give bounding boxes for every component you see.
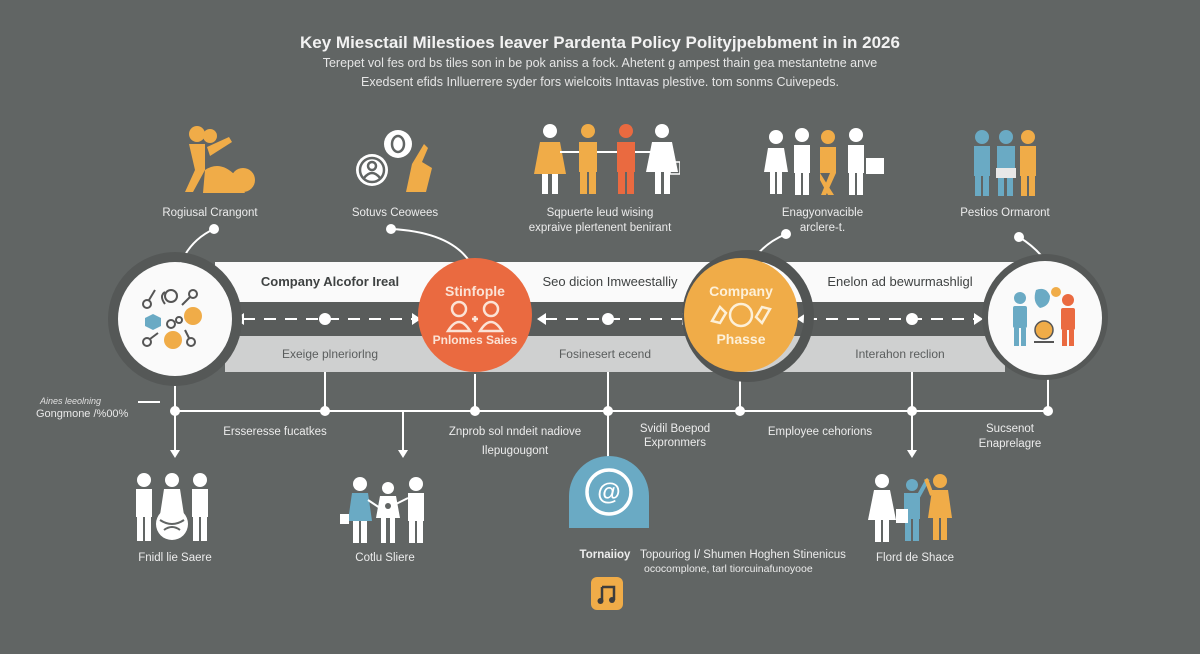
node-ring-1 [108, 252, 242, 386]
family-briefcase-icon [762, 128, 887, 198]
phase-2-title: Company [709, 283, 773, 299]
node-phase-1[interactable]: Stinfople Pnlomes Saies [418, 258, 532, 372]
subtitle-line-2: Exedsent efids Inlluerrere syder fors wi… [361, 75, 839, 89]
group-holding-hands-icon [530, 122, 681, 197]
search-person-hand-icon [350, 122, 440, 197]
people-caring-icon [175, 122, 265, 197]
top-label-3-line-2: expraive plertenent benirant [528, 222, 672, 234]
node-ring-4 [982, 254, 1108, 380]
lower-label-2-line-2: Ilepugougont [481, 445, 549, 457]
two-people-icon [445, 300, 505, 333]
phase-2-caption: Phasse [716, 331, 766, 347]
bottom-label-2: Cotlu Sliere [355, 552, 415, 564]
lower-label-2-line-1: Znprob sol nndeit nadiove [448, 426, 582, 438]
top-label-1: Rogiusal Crangont [162, 207, 258, 219]
diagram-title: Key Miesctail Milestioes leaver Pardenta… [300, 33, 900, 52]
node-4[interactable] [988, 261, 1102, 375]
music-note-icon [597, 585, 616, 604]
subtitle-line-1: Terepet vol fes ord bs tiles son in be p… [322, 56, 878, 70]
top-label-2: Sotuvs Ceowees [351, 207, 439, 219]
at-sign-icon: @ [585, 468, 633, 516]
family-celebration-icon [868, 473, 958, 545]
dashed-arrows [235, 313, 983, 325]
band-top-label-1: Company Alcofor Ireal [260, 274, 400, 289]
bottom-label-5: Flord de Shace [876, 552, 954, 564]
band-bottom-label-3: Interahon reclion [855, 347, 945, 361]
band-bottom-label-2: Fosinesert ecend [558, 347, 652, 361]
lower-label-3-line-2: Expronmers [644, 437, 706, 449]
top-label-4-line-2: arclere-t. [799, 222, 846, 234]
cycle-arrows-icon [710, 302, 772, 328]
people-discussion-icon [1013, 287, 1075, 346]
at-sign-badge[interactable]: @ [569, 456, 649, 528]
side-note-line-2: Gongmone /%00% [36, 408, 129, 420]
svg-text:@: @ [597, 479, 620, 506]
band-top-label-3: Enelon ad bewurmashligl [827, 274, 973, 289]
bottom-label-3: Tornaiioy [579, 549, 631, 561]
bottom-label-1: Fnidl lie Saere [138, 552, 212, 564]
lower-label-4: Employee cehorions [767, 426, 873, 438]
node-1[interactable] [118, 262, 232, 376]
node-phase-2[interactable]: Company Phasse [684, 258, 798, 372]
phase-1-caption: Pnlomes Saies [432, 333, 518, 347]
music-note-button[interactable] [591, 577, 623, 610]
lower-label-3-line-1: Svidil Boepod [639, 423, 711, 435]
lower-label-1: Ersseresse fucatkes [223, 426, 327, 438]
network-molecules-icon [142, 289, 202, 349]
band-bottom-label-1: Exeige plneriorlng [281, 347, 379, 361]
top-label-5: Pestios Ormaront [960, 207, 1050, 219]
top-label-4-line-1: Enagyonvacible [781, 207, 864, 219]
family-group-icon [970, 128, 1045, 198]
family-globe-icon [132, 472, 214, 544]
family-shopping-icon [338, 476, 438, 546]
band-top-label-2: Seo dicion Imweestalliy [542, 274, 678, 289]
phase-1-title: Stinfople [445, 283, 505, 299]
lower-label-5-line-1: Sucsenot [986, 423, 1034, 435]
lower-label-5-line-2: Enaprelagre [978, 438, 1042, 450]
bottom-desc-line-1: Topouriog I/ Shumen Hoghen Stinenicus [640, 549, 846, 561]
top-label-3-line-1: Sqpuerte leud wising [546, 207, 654, 219]
side-note-line-1: Aines leeolning [40, 396, 102, 406]
timeline-bottom-band [225, 336, 1005, 372]
bottom-desc-line-2: ococomplone, tarl tiorcuinafunoyooe [644, 563, 813, 575]
timeline-top-band [215, 262, 1015, 302]
